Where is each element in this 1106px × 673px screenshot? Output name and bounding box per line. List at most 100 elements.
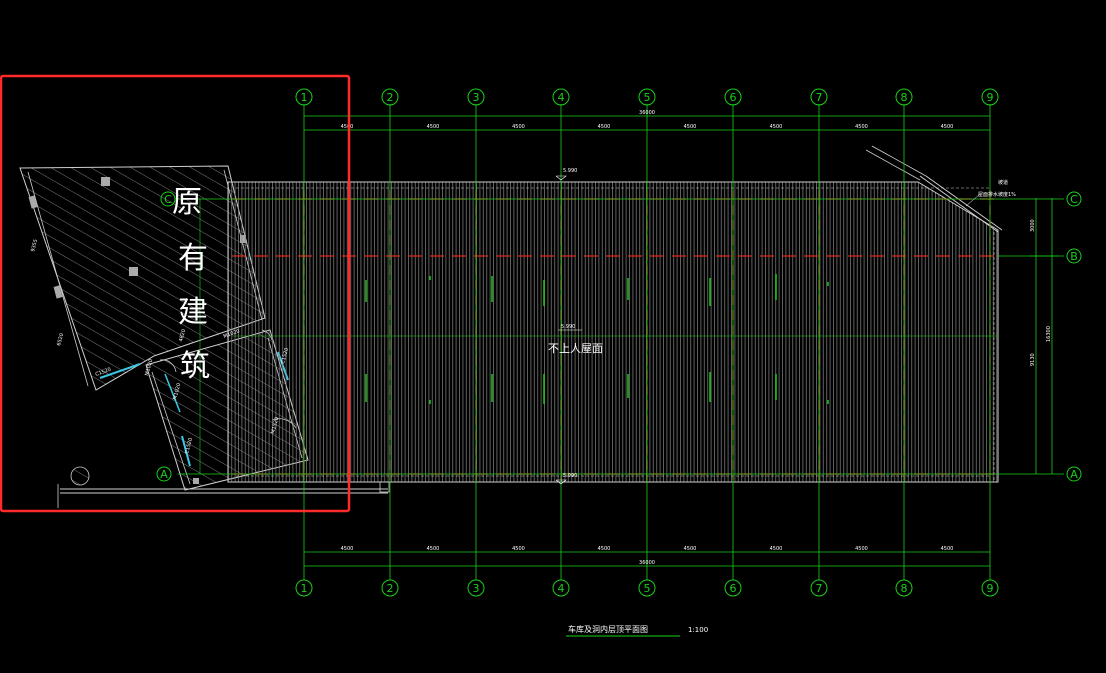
dim-bottom-bay-2: 4500 (427, 546, 440, 552)
existing-char-4: 筑 (180, 349, 210, 384)
axis-label-col-2-bottom: 2 (387, 582, 394, 595)
axis-bubble-col-1-bottom (295, 579, 313, 597)
axis-bubble-col-3-top (467, 88, 485, 106)
note-top-right-2: 屋面排水坡度1% (978, 191, 1016, 198)
eb-dim-10: M1520 (270, 416, 280, 434)
dim-bottom-bay-7: 4500 (855, 546, 868, 552)
dim-top-bay-5: 4500 (684, 124, 697, 130)
eb-dim-8: 4820 (178, 329, 187, 343)
dim-top-bay-3: 4500 (512, 124, 525, 130)
axis-bubble-row-C-left (160, 191, 176, 207)
axis-bubble-col-7-top (810, 88, 828, 106)
axis-label-col-8-top: 8 (901, 91, 908, 104)
axis-bubble-col-6-top (724, 88, 742, 106)
axis-bubble-col-5-bottom (638, 579, 656, 597)
eb-dim-3: C1520 (95, 367, 112, 378)
drawing-title-block: 车库及洞内层顶平面图 1:100 (566, 624, 708, 637)
axis-label-col-7-top: 7 (816, 91, 823, 104)
axis-label-row-C-right: C (1070, 193, 1078, 206)
eb-dim-6: M1020 (172, 382, 182, 400)
eb-dim-5: M1020 (223, 328, 241, 339)
dim-bottom-bay-4: 4500 (598, 546, 611, 552)
dim-top-total: 36000 (639, 110, 655, 116)
axis-bubble-col-9-top (981, 88, 999, 106)
eb-dim-2: 6520 (56, 333, 65, 347)
axis-bubble-col-8-bottom (895, 579, 913, 597)
axis-label-row-A-right: A (1070, 468, 1078, 481)
dim-top-bay-7: 4500 (855, 124, 868, 130)
eb-dim-7: C1520 (184, 437, 194, 454)
axis-label-col-3-bottom: 3 (473, 582, 480, 595)
dim-bottom-total: 36000 (639, 560, 655, 566)
axis-label-row-C-left: C (164, 193, 172, 206)
axis-bubble-row-A-right (1066, 466, 1082, 482)
axis-bubble-col-4-top (552, 88, 570, 106)
roof-drain-marks (365, 274, 829, 404)
axis-label-col-6-top: 6 (730, 91, 737, 104)
dim-top-bay-6: 4500 (770, 124, 783, 130)
axis-bubble-col-2-top (381, 88, 399, 106)
dim-bottom-bay-1: 4500 (341, 546, 354, 552)
dim-top-bay-2: 4500 (427, 124, 440, 130)
existing-building-label: 原 有 建 筑 (172, 185, 210, 384)
axis-bubble-col-7-bottom (810, 579, 828, 597)
dim-bottom-bay-5: 4500 (684, 546, 697, 552)
column-axis-bubbles: 1 1 2 2 3 3 4 4 5 5 6 6 7 7 8 8 9 9 (295, 88, 999, 597)
axis-label-col-6-bottom: 6 (730, 582, 737, 595)
axis-bubble-col-3-bottom (467, 579, 485, 597)
row-axis-bubbles: C A C B A (156, 191, 1082, 482)
right-dimension-line (1030, 198, 1058, 474)
roof-elev-bottom: 5.990 (563, 473, 577, 479)
axis-label-col-1-top: 1 (301, 91, 308, 104)
dimension-texts: 4500 4500 4500 4500 4500 4500 4500 4500 4500 4500… (341, 110, 1052, 566)
axis-label-col-7-bottom: 7 (816, 582, 823, 595)
dim-right-bc: 3000 (1030, 219, 1036, 232)
axis-label-col-4-top: 4 (558, 91, 565, 104)
dim-right-ab: 9130 (1030, 353, 1036, 366)
existing-char-2: 有 (178, 241, 208, 276)
drawing-scale: 1:100 (688, 626, 708, 634)
dim-top-bay-8: 4500 (941, 124, 954, 130)
roof-labels: 不上人屋面 5.990 5.990 5.990 坡道 屋面排水坡度1% (548, 168, 1016, 485)
dim-bottom-bay-8: 4500 (941, 546, 954, 552)
axis-bubble-row-C-right (1066, 191, 1082, 207)
axis-bubble-col-6-bottom (724, 579, 742, 597)
axis-label-col-5-bottom: 5 (644, 582, 651, 595)
axis-bubble-col-1-top (295, 88, 313, 106)
axis-label-col-2-top: 2 (387, 91, 394, 104)
existing-char-3: 建 (178, 295, 208, 330)
dim-bottom-bay-6: 4500 (770, 546, 783, 552)
axis-label-col-3-top: 3 (473, 91, 480, 104)
axis-label-row-B-right: B (1070, 250, 1078, 263)
axis-label-col-8-bottom: 8 (901, 582, 908, 595)
axis-label-col-5-top: 5 (644, 91, 651, 104)
drawing-title: 车库及洞内层顶平面图 (568, 624, 648, 634)
axis-bubble-row-B-right (1066, 248, 1082, 264)
eb-dim-4: C1520 (280, 347, 290, 364)
dim-top-bay-1: 4500 (341, 124, 354, 130)
roof-area (227, 145, 1003, 483)
existing-building-dims: 9355 6520 C1520 C1520 M1020 M1020 C1520 … (30, 239, 290, 455)
axis-label-col-9-bottom: 9 (987, 582, 994, 595)
roof-elev-top: 5.990 (563, 168, 577, 174)
dim-right-total: 16300 (1046, 326, 1052, 342)
eb-dim-1: 9355 (30, 239, 39, 253)
dim-top-bay-4: 4500 (598, 124, 611, 130)
selection-highlight-rect[interactable] (0, 74, 351, 513)
axis-label-col-9-top: 9 (987, 91, 994, 104)
axis-label-col-1-bottom: 1 (301, 582, 308, 595)
note-top-right-1: 坡道 (998, 179, 1008, 186)
axis-bubble-col-5-top (638, 88, 656, 106)
roof-label: 不上人屋面 (548, 342, 603, 355)
axis-label-row-A-left: A (160, 468, 168, 481)
axis-label-col-4-bottom: 4 (558, 582, 565, 595)
axis-bubble-row-A-left (156, 466, 172, 482)
axis-bubble-col-9-bottom (981, 579, 999, 597)
axis-bubble-col-2-bottom (381, 579, 399, 597)
roof-elev-mid: 5.990 (561, 324, 575, 330)
axis-bubble-col-4-bottom (552, 579, 570, 597)
axis-bubble-col-8-top (895, 88, 913, 106)
dim-bottom-bay-3: 4500 (512, 546, 525, 552)
existing-char-1: 原 (172, 185, 202, 220)
